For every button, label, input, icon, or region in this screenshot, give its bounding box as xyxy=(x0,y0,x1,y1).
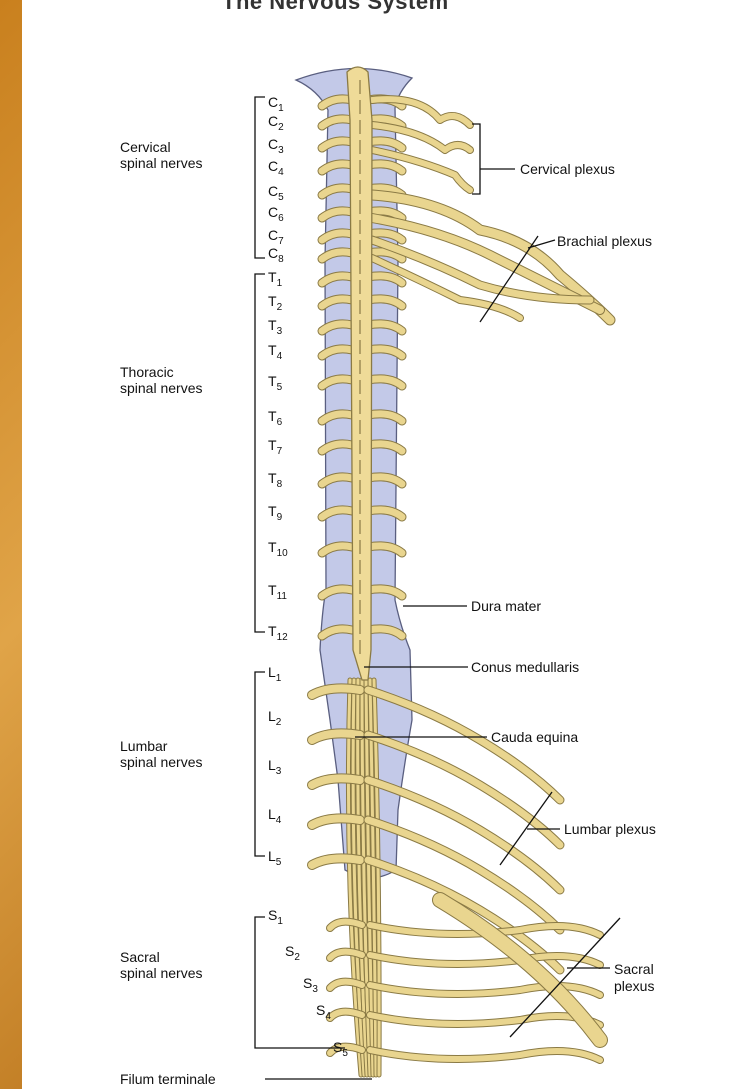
dura-mater-label: Dura mater xyxy=(471,598,541,614)
segment-label-t7: T7 xyxy=(268,437,283,457)
segment-label-c1: C1 xyxy=(268,94,284,114)
segment-label-c5: C5 xyxy=(268,183,284,203)
filum-terminale-label: Filum terminale xyxy=(120,1071,216,1087)
segment-label-s3: S3 xyxy=(303,975,318,995)
lumbar-label-line1: Lumbar xyxy=(120,738,168,754)
cauda-equina-label: Cauda equina xyxy=(491,729,578,745)
sacral-plexus-label-line2: plexus xyxy=(614,978,654,994)
lumbar-label-line2: spinal nerves xyxy=(120,754,203,770)
segment-label-c2: C2 xyxy=(268,113,284,133)
segment-label-t10: T10 xyxy=(268,539,288,559)
segment-label-l1: L1 xyxy=(268,664,282,684)
segment-label-t11: T11 xyxy=(268,582,287,602)
segment-label-c8: C8 xyxy=(268,245,284,265)
lumbar-bracket xyxy=(255,672,265,856)
segment-label-c3: C3 xyxy=(268,136,284,156)
thoracic-label-line1: Thoracic xyxy=(120,364,174,380)
segment-label-t4: T4 xyxy=(268,342,283,362)
cervical-label-line2: spinal nerves xyxy=(120,155,203,171)
sacral-label-line2: spinal nerves xyxy=(120,965,203,981)
segment-label-s4: S4 xyxy=(316,1002,331,1022)
lumbar-plexus-label: Lumbar plexus xyxy=(564,821,656,837)
conus-medullaris-label: Conus medullaris xyxy=(471,659,579,675)
segment-label-s1: S1 xyxy=(268,907,283,927)
segment-label-s2: S2 xyxy=(285,943,300,963)
segment-label-t3: T3 xyxy=(268,317,283,337)
cervical-plexus-bracket xyxy=(472,124,480,194)
cervical-plexus-label: Cervical plexus xyxy=(520,161,615,177)
segment-label-l3: L3 xyxy=(268,757,282,777)
cervical-label-line1: Cervical xyxy=(120,139,171,155)
segment-label-t12: T12 xyxy=(268,623,288,643)
sacral-plexus-label-line1: Sacral xyxy=(614,961,654,977)
thoracic-label-line2: spinal nerves xyxy=(120,380,203,396)
segment-label-c6: C6 xyxy=(268,204,284,224)
segment-label-c4: C4 xyxy=(268,158,284,178)
segment-label-l4: L4 xyxy=(268,806,282,826)
brachial-plexus-label: Brachial plexus xyxy=(557,233,652,249)
segment-label-t5: T5 xyxy=(268,373,283,393)
segment-label-c7: C7 xyxy=(268,227,284,247)
segment-label-s5: S5 xyxy=(333,1039,348,1059)
segment-label-l5: L5 xyxy=(268,848,282,868)
segment-label-t8: T8 xyxy=(268,470,283,490)
sacral-label-line1: Sacral xyxy=(120,949,160,965)
segment-label-t6: T6 xyxy=(268,408,283,428)
segment-label-t9: T9 xyxy=(268,503,283,523)
segment-label-l2: L2 xyxy=(268,708,282,728)
cervical-bracket xyxy=(255,97,265,258)
segment-label-t2: T2 xyxy=(268,293,283,313)
thoracic-bracket xyxy=(255,274,265,632)
segment-label-t1: T1 xyxy=(268,269,283,289)
